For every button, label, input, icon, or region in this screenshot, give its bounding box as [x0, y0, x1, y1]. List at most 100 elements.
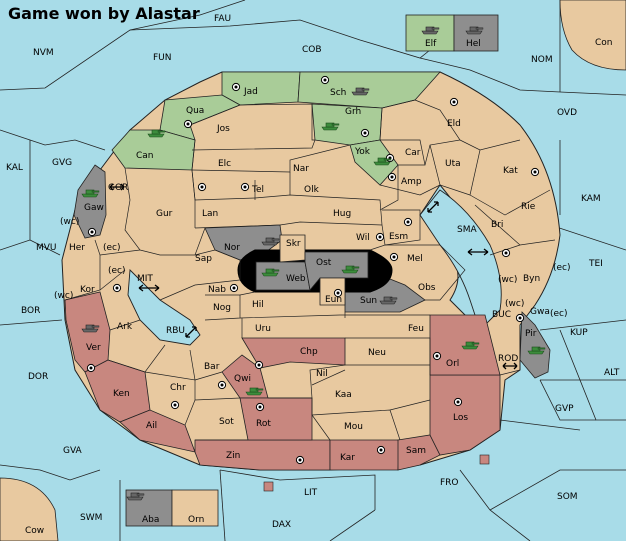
label-con: Con: [595, 38, 613, 48]
label-elf: Elf: [425, 39, 437, 49]
label-ost: Ost: [316, 258, 332, 268]
label-kat: Kat: [503, 166, 518, 176]
province-orn[interactable]: [171, 489, 219, 527]
label-som: SOM: [557, 492, 578, 502]
label-grh: Grh: [345, 107, 361, 117]
label-gur: Gur: [156, 209, 173, 219]
label-kam: KAM: [581, 194, 601, 204]
label-gvg: GVG: [52, 158, 72, 168]
label-cob: COB: [302, 45, 322, 55]
label-fun: FUN: [153, 53, 172, 63]
flag-icon: [263, 481, 274, 492]
label-sch: Sch: [330, 88, 346, 98]
province-elf[interactable]: [405, 14, 455, 52]
label-dor: DOR: [28, 372, 48, 382]
province-pir[interactable]: [519, 311, 551, 379]
province-zin[interactable]: [194, 439, 331, 471]
label-hil: Hil: [252, 300, 264, 310]
inner-sea-rbu[interactable]: [127, 268, 201, 346]
label-yok: Yok: [354, 147, 371, 157]
label-elc: Elc: [218, 159, 231, 169]
label-nom: NOM: [531, 55, 553, 65]
label-kaa: Kaa: [335, 390, 352, 400]
label-car: Car: [405, 148, 421, 158]
label-bor: BOR: [21, 306, 40, 316]
flag-icon: [479, 454, 490, 465]
label-mit: MIT: [137, 274, 153, 284]
label-wc3: (wc): [54, 291, 73, 301]
label-hel: Hel: [466, 39, 481, 49]
label-eun: Eun: [325, 295, 342, 305]
label-los: Los: [453, 413, 468, 423]
inner-sea-sma[interactable]: [419, 189, 502, 331]
label-ec1: (ec): [103, 243, 121, 253]
label-ec3: (ec): [553, 263, 571, 273]
label-ail: Ail: [146, 421, 157, 431]
label-mel: Mel: [407, 254, 423, 264]
label-hug: Hug: [333, 209, 351, 219]
label-olk: Olk: [304, 185, 320, 195]
label-kor: Kor: [80, 285, 95, 295]
label-skr: Skr: [286, 239, 301, 249]
label-kup: KUP: [570, 328, 588, 338]
label-tel: Tel: [251, 185, 264, 195]
label-sam: Sam: [406, 446, 426, 456]
label-jos: Jos: [216, 124, 230, 134]
label-fro: FRO: [440, 478, 459, 488]
label-pir: Pir: [525, 329, 537, 339]
label-dax: DAX: [272, 520, 291, 530]
label-chp: Chp: [300, 347, 318, 357]
label-rbu: RBU: [166, 326, 185, 336]
province-sam[interactable]: [397, 434, 441, 471]
label-zin: Zin: [226, 451, 240, 461]
label-tei: TEI: [588, 259, 603, 269]
label-nog: Nog: [213, 303, 231, 313]
label-ark: Ark: [117, 322, 133, 332]
label-wc4: (wc): [505, 299, 524, 309]
label-bri: Bri: [491, 220, 503, 230]
island-cow[interactable]: [0, 477, 59, 541]
label-rod: ROD: [498, 354, 518, 364]
label-lan: Lan: [202, 209, 218, 219]
label-sun: Sun: [360, 296, 377, 306]
label-ec2: (ec): [108, 266, 126, 276]
label-uru: Uru: [255, 324, 271, 334]
label-orl: Orl: [446, 359, 459, 369]
label-kal: KAL: [6, 163, 23, 173]
province-ail[interactable]: [119, 409, 196, 453]
label-gva: GVA: [63, 446, 83, 456]
game-status-title: Game won by Alastar: [8, 4, 200, 23]
province-eun[interactable]: [319, 277, 346, 306]
label-fau: FAU: [214, 14, 231, 24]
label-nil: Nil: [316, 369, 328, 379]
labels: FAU NVM FUN COB NOM Con Elf Hel OVD KAL …: [6, 14, 620, 536]
province-gaw[interactable]: [73, 164, 107, 239]
land-borders: [64, 99, 556, 441]
label-nvm: NVM: [33, 48, 54, 58]
label-qwi: Qwi: [234, 374, 251, 384]
province-jad[interactable]: [221, 71, 301, 106]
label-mvu: MVU: [36, 243, 57, 253]
label-cow: Cow: [25, 526, 44, 536]
label-can: Can: [136, 151, 154, 161]
label-mou: Mou: [344, 422, 363, 432]
label-gwa: Gwa: [530, 307, 550, 317]
island-con[interactable]: [559, 0, 626, 71]
label-ken: Ken: [113, 389, 130, 399]
province-rot[interactable]: [239, 397, 313, 441]
label-rot: Rot: [256, 419, 271, 429]
label-kar: Kar: [340, 453, 355, 463]
label-neu: Neu: [368, 348, 386, 358]
label-nab: Nab: [208, 285, 226, 295]
label-obs: Obs: [418, 283, 436, 293]
label-her: Her: [69, 243, 85, 253]
label-wc2: (wc): [498, 275, 517, 285]
label-gvp: GVP: [555, 404, 574, 414]
double-arrow-icon: [109, 183, 518, 370]
label-sot: Sot: [219, 417, 234, 427]
label-bar: Bar: [204, 362, 220, 372]
label-lit: LIT: [304, 488, 318, 498]
label-gaw: Gaw: [84, 203, 104, 213]
label-gor: GOR: [108, 183, 128, 193]
